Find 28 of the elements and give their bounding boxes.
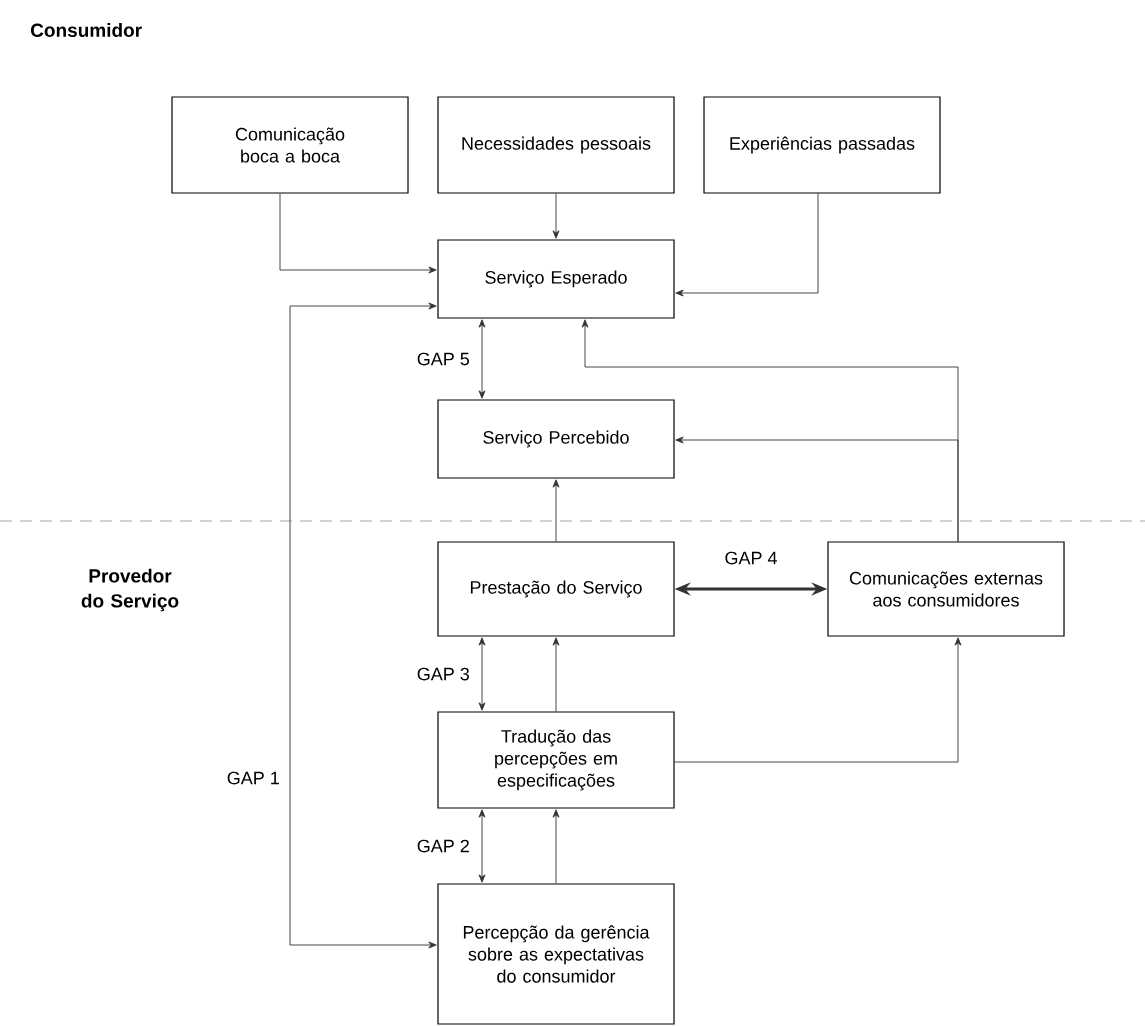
section-heading: Provedor do Serviço xyxy=(81,568,179,612)
arrow xyxy=(289,302,437,949)
process-box: Tradução das percepções em especificações xyxy=(437,711,675,809)
process-box: Experiências passadas xyxy=(703,96,941,194)
arrow xyxy=(478,637,486,711)
edge-label: GAP 5 xyxy=(414,350,472,368)
arrow xyxy=(552,809,560,884)
process-box: Prestação do Serviço xyxy=(437,541,675,637)
arrow xyxy=(675,193,819,297)
arrow xyxy=(552,479,560,542)
arrow xyxy=(478,809,486,883)
arrow xyxy=(552,193,560,239)
edge-label: GAP 1 xyxy=(224,769,282,787)
process-box: Comunicações externas aos consumidores xyxy=(827,541,1065,637)
arrow xyxy=(279,193,437,274)
arrow xyxy=(552,637,560,712)
process-box: Serviço Esperado xyxy=(437,239,675,319)
edge-label: GAP 2 xyxy=(414,837,472,855)
edge-label: GAP 4 xyxy=(722,549,780,567)
arrow xyxy=(478,319,486,399)
process-box: Serviço Percebido xyxy=(437,399,675,479)
edge-label: GAP 3 xyxy=(414,665,472,683)
section-heading: Consumidor xyxy=(31,23,142,37)
arrow xyxy=(674,637,962,763)
process-box: Necessidades pessoais xyxy=(437,96,675,194)
arrow xyxy=(675,436,959,542)
process-box: Comunicação boca a boca xyxy=(171,96,409,194)
process-box: Percepção da gerência sobre as expectativas do consumidor xyxy=(437,883,675,1025)
